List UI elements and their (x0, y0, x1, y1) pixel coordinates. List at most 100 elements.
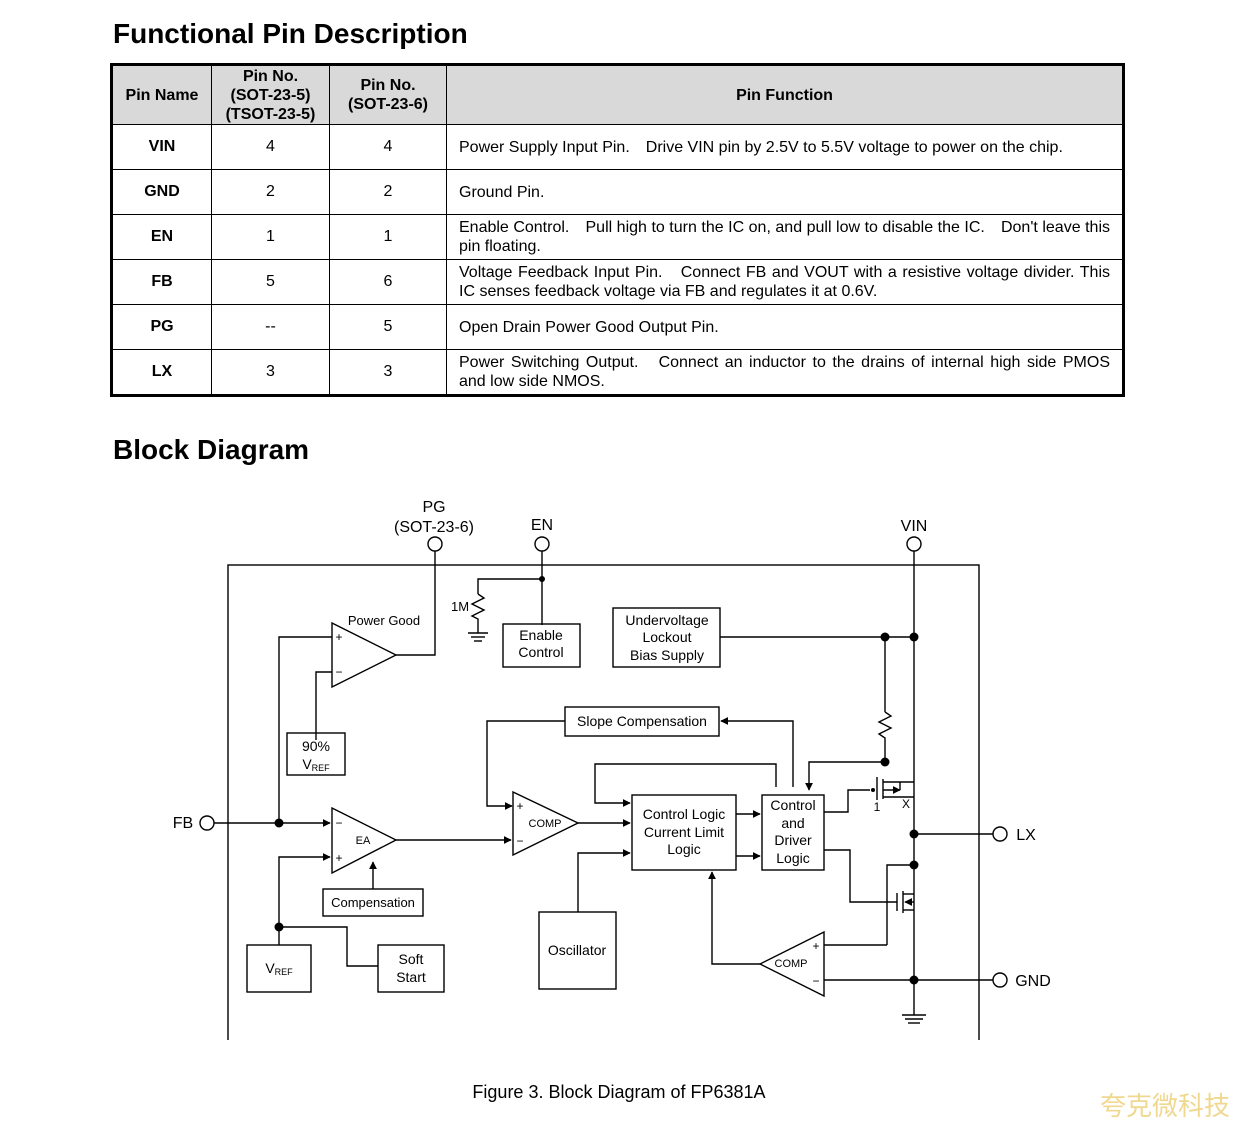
resistor-1m-label: 1M (451, 599, 469, 614)
pin-function: Voltage Feedback Input Pin. Connect FB a… (446, 259, 1124, 305)
fb-pin-label: FB (173, 815, 193, 832)
driver-block (761, 794, 825, 871)
pin-table: Pin Name Pin No.(SOT-23-5)(TSOT-23-5) Pi… (110, 63, 1125, 397)
pin-name: VIN (111, 124, 212, 170)
enable-label-2: Control (518, 644, 563, 660)
pin-function: Power Supply Input Pin. Drive VIN pin by… (446, 124, 1124, 170)
pin-function: Enable Control. Pull high to turn the IC… (446, 214, 1124, 260)
pin-no-sot6: 4 (329, 124, 447, 170)
vin-pin-terminal (906, 536, 922, 552)
90-vref-label: VREF (302, 756, 330, 773)
resistor-pullup (877, 711, 893, 762)
pmos-ratio-x: X (902, 797, 910, 811)
driver-label-2: and (781, 815, 804, 831)
pin-name: LX (111, 349, 212, 396)
vref-label: VREF (265, 960, 293, 977)
header-pin-name: Pin Name (111, 64, 212, 125)
gnd-pin-label: GND (1015, 973, 1051, 990)
pwm-comp-plus: + (516, 799, 523, 813)
slope-compensation-label: Slope Compensation (577, 713, 707, 729)
pin-name: FB (111, 259, 212, 305)
chip-outline (227, 564, 980, 1040)
pg-pin-terminal (427, 536, 443, 552)
pg-comp-minus: − (335, 665, 342, 679)
en-pin-terminal (534, 536, 550, 552)
pin-no-sot5: 4 (211, 124, 330, 170)
ea-plus: + (335, 851, 342, 865)
power-good-label: Power Good (348, 613, 420, 628)
block-diagram: PG (SOT-23-6) EN VIN FB LX GND Power Goo… (173, 499, 1051, 1040)
lx-pin-label: LX (1016, 827, 1036, 844)
pin-name: GND (111, 169, 212, 215)
90-percent-label: 90% (302, 738, 330, 754)
power-good-comparator (331, 621, 398, 689)
driver-label-3: Driver (774, 832, 812, 848)
watermark: 夸克微科技 (1099, 1092, 1230, 1122)
soft-start-label-1: Soft (399, 951, 424, 967)
current-comp-minus: − (812, 974, 819, 988)
pin-function: Open Drain Power Good Output Pin. (446, 304, 1124, 350)
pmos-ratio-1: 1 (874, 800, 881, 814)
gnd-pin-terminal (992, 972, 1008, 988)
pin-no-sot5: -- (211, 304, 330, 350)
90-percent-vref-block (286, 732, 346, 776)
pin-no-sot6: 5 (329, 304, 447, 350)
control-logic-block (631, 794, 737, 871)
pin-no-sot5: 1 (211, 214, 330, 260)
uvlo-label-2: Lockout (642, 629, 691, 645)
driver-label-4: Logic (776, 850, 809, 866)
pin-no-sot6: 3 (329, 349, 447, 396)
pwm-comp-minus: − (516, 834, 523, 848)
pin-name: PG (111, 304, 212, 350)
pwm-comparator (512, 790, 580, 857)
header-pin-function: Pin Function (446, 64, 1124, 125)
pin-function: Ground Pin. (446, 169, 1124, 215)
compensation-label: Compensation (331, 895, 415, 910)
driver-label-1: Control (770, 797, 815, 813)
control-logic-label-2: Current Limit (644, 824, 724, 840)
ea-label: EA (356, 835, 371, 847)
pin-no-sot6: 6 (329, 259, 447, 305)
fb-pin-terminal (199, 815, 215, 831)
pin-no-sot5: 3 (211, 349, 330, 396)
uvlo-label-1: Undervoltage (625, 612, 708, 628)
uvlo-label-3: Bias Supply (630, 647, 704, 663)
pin-name: EN (111, 214, 212, 260)
pin-no-sot6: 1 (329, 214, 447, 260)
pin-function: Power Switching Output. Connect an induc… (446, 349, 1124, 396)
soft-start-label-2: Start (396, 969, 426, 985)
pwm-comp-label: COMP (529, 818, 562, 830)
soft-start-block (377, 944, 445, 993)
pin-no-sot5: 2 (211, 169, 330, 215)
pin-no-sot6: 2 (329, 169, 447, 215)
pg-comp-plus: + (335, 630, 342, 644)
lx-pin-terminal (992, 826, 1008, 842)
header-pin-no-sot5: Pin No.(SOT-23-5)(TSOT-23-5) (211, 64, 330, 125)
error-amplifier (331, 806, 398, 875)
header-pin-no-sot6: Pin No.(SOT-23-6) (329, 64, 447, 125)
en-pin-label: EN (531, 517, 553, 534)
oscillator-label: Oscillator (548, 942, 607, 958)
figure-caption: Figure 3. Block Diagram of FP6381A (472, 1082, 766, 1102)
current-comp-plus: + (812, 939, 819, 953)
current-comparator (758, 930, 825, 998)
resistor-1m (470, 593, 486, 633)
current-comp-label: COMP (775, 958, 808, 970)
pin-description-title: Functional Pin Description (113, 18, 468, 49)
control-logic-label-1: Control Logic (643, 806, 726, 822)
enable-label-1: Enable (519, 627, 563, 643)
control-logic-label-3: Logic (667, 841, 700, 857)
vin-pin-label: VIN (901, 518, 928, 535)
ea-minus: − (335, 816, 342, 830)
block-diagram-title: Block Diagram (113, 434, 310, 465)
enable-control-block (502, 623, 581, 668)
pin-no-sot5: 5 (211, 259, 330, 305)
pg-pin-label: PG (422, 499, 445, 516)
table-header-row: Pin Name Pin No.(SOT-23-5)(TSOT-23-5) Pi… (111, 64, 1124, 125)
